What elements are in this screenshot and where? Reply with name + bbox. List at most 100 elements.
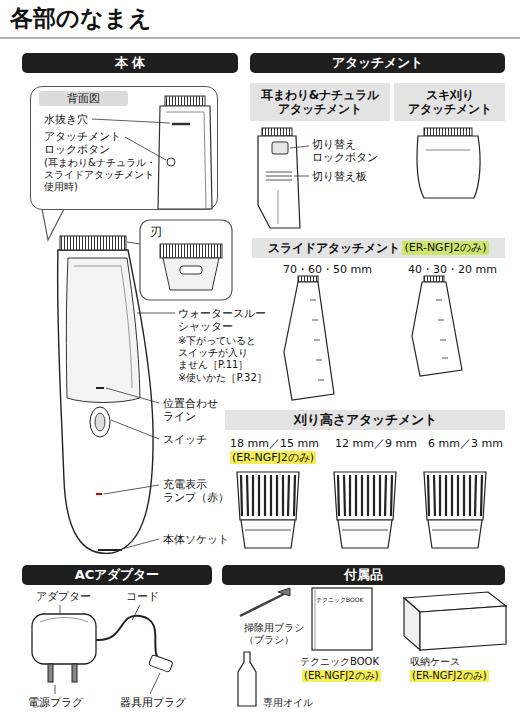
part-label: 器具用プラグ: [120, 696, 186, 709]
part-label: ※使いかた［P.32］: [178, 372, 267, 384]
node-text: 本 体: [115, 55, 146, 71]
part-label: 6 mm／3 mm: [428, 437, 503, 450]
clipper-body-art: [106, 388, 159, 403]
ear-attachment-art: [294, 176, 309, 177]
back-view-art: [167, 158, 175, 166]
text-line: 掃除用ブラシ: [244, 622, 304, 634]
clipper-body-art: [96, 387, 104, 389]
back-view-art: [42, 96, 212, 240]
clipper-body-art: [66, 258, 140, 403]
part-label: 70・60・50 mm: [283, 263, 372, 276]
text-line: （ブラシ）: [244, 634, 304, 646]
part-label: 専用オイル: [263, 697, 313, 709]
thinning-attachment-art: [424, 128, 472, 136]
accessories-art: [238, 652, 256, 706]
text-line: スキ刈り: [408, 88, 492, 102]
page-title: 各部のなまえ: [10, 5, 152, 33]
adapter-art: [48, 664, 53, 682]
back-view-art: [42, 209, 64, 240]
part-label: スイッチ: [163, 433, 207, 446]
part-label: 収納ケース: [410, 656, 460, 668]
clipper-body-art: [58, 250, 154, 553]
slide-attachment-art: [284, 276, 462, 400]
adapter-art: [40, 618, 88, 623]
clipper-body-art: [137, 313, 175, 314]
text-line: 位置合わせ: [163, 397, 218, 410]
text-line: 充電表示: [163, 478, 229, 491]
ear-attachment-art: [278, 190, 279, 224]
back-view-art: [172, 123, 190, 126]
part-label: コード: [126, 590, 159, 603]
clipper-body-art: [90, 407, 110, 437]
accessories-art: [238, 588, 506, 706]
part-label: 12 mm／9 mm: [335, 437, 417, 450]
ear-attachment-art: [262, 128, 292, 136]
ear-attachment-art: [258, 128, 309, 228]
part-label: アダプター: [36, 590, 91, 603]
slide-attachment-art: [310, 300, 324, 380]
part-label: (耳まわり&ナチュラル・ スライドアタッチメント 使用時): [44, 157, 156, 193]
part-label: 充電表示 ランプ（赤）: [163, 478, 229, 504]
slide-attachment-art: [284, 282, 334, 400]
part-label: ※下がっていると スイッチが入り ません［P.11］: [178, 335, 256, 371]
cover-text: テクニックBOOK: [316, 596, 363, 603]
clipper-body-art: [74, 266, 132, 388]
thinning-attachment-art: [417, 128, 480, 198]
text-line: ウォータースルー: [178, 307, 266, 320]
part-label: (ER-NGFJ2のみ): [302, 670, 381, 682]
slide-attachment-art: [298, 276, 318, 282]
part-label: 位置合わせ ライン: [163, 397, 218, 423]
back-view-art: [92, 119, 170, 123]
text-line: ません［P.11］: [178, 359, 256, 371]
node-text: 刈り高さアタッチメント: [294, 412, 437, 428]
text-line: ライン: [163, 410, 218, 423]
clipper-body-art: [60, 236, 126, 250]
text-line: アタッチメント: [408, 102, 492, 116]
section-header: 本 体: [22, 53, 238, 73]
node-text: スキ刈り アタッチメント: [408, 88, 492, 117]
accessories-art: [312, 588, 372, 650]
accessories-art: [420, 606, 506, 650]
clipper-body-art: [98, 549, 122, 551]
clipper-body-art: [122, 539, 159, 549]
node-text: 耳まわり&ナチュラル アタッチメント: [261, 88, 379, 117]
accessories-art: [240, 594, 284, 616]
back-view-art: [125, 137, 166, 160]
part-label: 40・30・20 mm: [408, 263, 497, 276]
accessories-art: [278, 588, 290, 596]
blade-zoom-art: [160, 244, 222, 258]
back-view-art: [158, 106, 212, 209]
comb-attachment-art: [237, 472, 486, 548]
title-rule: [0, 38, 520, 39]
text-line: 切り替え: [312, 138, 378, 151]
adapter-art: [72, 664, 77, 682]
part-label: 本体ソケット: [163, 533, 229, 546]
blade-zoom-art: [127, 220, 232, 300]
part-label: 18 mm／15 mm: [230, 437, 319, 450]
group-header: スキ刈り アタッチメント: [394, 83, 505, 121]
clipper-body-art: [104, 485, 159, 494]
group-header: 耳まわり&ナチュラル アタッチメント: [250, 83, 390, 121]
comb-attachment-art: [334, 472, 396, 548]
thinning-attachment-art: [426, 150, 470, 151]
node-text: ACアダプター: [75, 567, 160, 583]
group-header: 刈り高さアタッチメント: [225, 410, 505, 430]
part-label: ウォータースルー シャッター: [178, 307, 266, 333]
text-line: ランプ（赤）: [163, 491, 229, 504]
back-view-art: [166, 112, 206, 209]
slide-attachment-art: [436, 300, 448, 358]
ear-attachment-art: [258, 136, 300, 228]
thinning-attachment-art: [417, 136, 480, 198]
text-line: アタッチメント: [261, 102, 379, 116]
ear-attachment-art: [266, 172, 292, 180]
blade-zoom-art: [127, 242, 140, 244]
back-view-art: [165, 96, 205, 106]
section-header: 付属品: [222, 565, 505, 585]
node-text: スライドアタッチメント: [268, 241, 400, 255]
part-label: 電源プラグ: [28, 696, 83, 709]
node-text: 付属品: [344, 567, 383, 583]
clipper-body-art: [96, 493, 102, 495]
adapter-art: [150, 673, 160, 694]
section-header: ACアダプター: [22, 565, 212, 585]
